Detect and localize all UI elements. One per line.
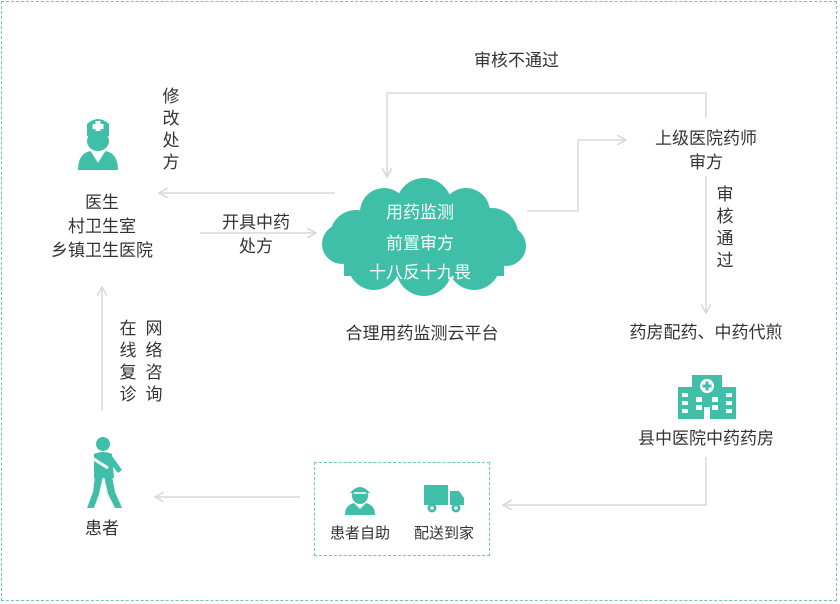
modify-char-3: 处 bbox=[162, 131, 180, 151]
consult-c2-3: 咨 bbox=[145, 363, 163, 383]
modify-char-2: 改 bbox=[162, 109, 180, 129]
nurse-icon bbox=[345, 487, 375, 515]
review-passed-label: 审 核 通 过 bbox=[715, 184, 735, 272]
cloud-line-2: 前置审方 bbox=[386, 234, 454, 254]
pharmacy-step-label: 药房配药、中药代煎 bbox=[629, 323, 783, 343]
patient-label: 患者 bbox=[85, 519, 119, 539]
passed-char-4: 过 bbox=[716, 251, 734, 271]
delivery-options-box: 患者自助 配送到家 bbox=[314, 462, 490, 556]
passed-char-1: 审 bbox=[716, 185, 734, 205]
cloud-caption: 合理用药监测云平台 bbox=[345, 324, 499, 344]
cloud-line-1: 用药监测 bbox=[386, 203, 454, 223]
arrow-hospital-to-delivery bbox=[504, 457, 707, 505]
doctor-icon bbox=[78, 119, 118, 170]
modify-char-1: 修 bbox=[162, 87, 180, 107]
consult-c1-2: 线 bbox=[119, 341, 137, 361]
consult-c1-4: 诊 bbox=[119, 385, 137, 405]
truck-icon bbox=[424, 485, 464, 513]
open-prescription-line-1: 开具中药 bbox=[222, 213, 290, 233]
doctor-line-2: 村卫生室 bbox=[68, 217, 136, 237]
doctor-line-3: 乡镇卫生医院 bbox=[51, 241, 153, 261]
online-consult-col-2: 网 络 咨 询 bbox=[144, 318, 164, 406]
delivery-option-home: 配送到家 bbox=[413, 524, 474, 542]
doctor-line-1: 医生 bbox=[85, 193, 119, 213]
modify-prescription-label: 修 改 处 方 bbox=[161, 86, 181, 174]
delivery-option-self: 患者自助 bbox=[329, 524, 390, 542]
cloud-line-3: 十八反十九畏 bbox=[369, 263, 471, 283]
consult-c2-2: 络 bbox=[145, 341, 163, 361]
arrow-cloud-to-pharmacist bbox=[527, 140, 625, 212]
review-rejected-label: 审核不通过 bbox=[474, 51, 559, 71]
passed-char-2: 核 bbox=[716, 207, 734, 227]
patient-icon bbox=[87, 437, 122, 508]
pharmacist-line-2: 审方 bbox=[689, 153, 723, 173]
online-consult-col-1: 在 线 复 诊 bbox=[118, 318, 138, 406]
open-prescription-line-2: 处方 bbox=[239, 237, 273, 257]
pharmacist-line-1: 上级医院药师 bbox=[655, 129, 757, 149]
cloud-shape bbox=[322, 178, 526, 296]
modify-char-4: 方 bbox=[162, 153, 180, 173]
hospital-icon bbox=[678, 375, 736, 419]
consult-c2-1: 网 bbox=[145, 319, 163, 339]
passed-char-3: 通 bbox=[716, 229, 734, 249]
hospital-label: 县中医院中药药房 bbox=[638, 429, 774, 449]
arrow-review-rejected bbox=[387, 92, 707, 176]
consult-c2-4: 询 bbox=[145, 385, 163, 405]
consult-c1-1: 在 bbox=[119, 319, 137, 339]
consult-c1-3: 复 bbox=[119, 363, 137, 383]
